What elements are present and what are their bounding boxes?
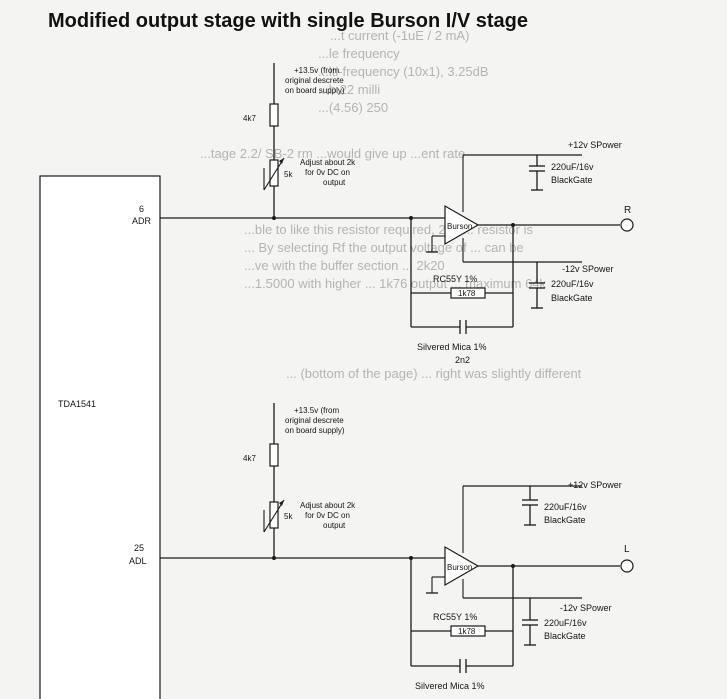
resistor-4k7 <box>269 103 279 127</box>
pos-power-label: +12v SPower <box>568 480 622 490</box>
trim-5k-label: 5k <box>284 170 293 179</box>
ghost-line: ...le frequency <box>318 46 400 61</box>
ghost-line: ...ve with the buffer section ... 2k20 <box>244 258 445 273</box>
ghost-line: ...lti-frequency (10x1), 3.25dB <box>318 64 489 79</box>
adjust-label-line2: for 0v DC on <box>305 168 350 177</box>
ghost-line: ...tage 2.2/ SB-2 rm ...would give up ..… <box>200 146 466 161</box>
neg-cap-label-line2: BlackGate <box>551 293 593 303</box>
ghost-line: ...t current (-1uE / 2 mA) <box>330 28 470 43</box>
neg-cap-label-line1: 220uF/16v <box>551 279 594 289</box>
feedback-resistor-type: RC55Y 1% <box>433 612 477 622</box>
feedback-resistor-type: RC55Y 1% <box>433 274 477 284</box>
adjust-label-line3: output <box>323 521 346 530</box>
ghost-line: ... By selecting Rf the output voltage o… <box>244 240 524 255</box>
feedback-cap-type: Silvered Mica 1% <box>415 681 485 691</box>
channel-top: +13.5v (from original descrete on board … <box>160 63 634 365</box>
adjust-label-line3: output <box>323 178 346 187</box>
opamp-bottom-label: Burson <box>447 563 472 572</box>
output-r-terminal <box>620 218 634 232</box>
output-l-label: L <box>624 544 630 555</box>
pin-l-name: ADL <box>129 556 147 566</box>
resistor-4k7-label: 4k7 <box>243 454 256 463</box>
ghost-line: ...1.5000 with higher ... 1k76 output ..… <box>244 276 547 291</box>
pin-l-number: 25 <box>134 543 144 553</box>
trim-5k-label: 5k <box>284 512 293 521</box>
neg-cap-label-line2: BlackGate <box>544 631 586 641</box>
pos-cap-label-line2: BlackGate <box>544 515 586 525</box>
opamp-top-label: Burson <box>447 222 472 231</box>
ghost-line: ...b.22 milli <box>318 82 381 97</box>
neg-power-label: -12v SPower <box>562 264 614 274</box>
supply-label-line2: original descrete <box>285 416 344 425</box>
pos-power-label: +12v SPower <box>568 140 622 150</box>
pos-cap-label-line2: BlackGate <box>551 175 593 185</box>
opamp-bottom <box>444 545 480 587</box>
ghost-line: ...(4.56) 250 <box>318 100 389 115</box>
feedback-cap-type: Silvered Mica 1% <box>417 342 487 352</box>
neg-cap-label-line1: 220uF/16v <box>544 618 587 628</box>
chip-name: TDA1541 <box>58 399 96 409</box>
supply-label-line3: on board supply) <box>285 426 345 435</box>
tda1541-chip <box>39 175 161 699</box>
adjust-label-line2: for 0v DC on <box>305 511 350 520</box>
output-r-label: R <box>624 205 631 216</box>
output-l-terminal <box>620 559 634 573</box>
channel-bottom: +13.5v (from original descrete on board … <box>160 403 634 691</box>
page-title: Modified output stage with single Burson… <box>48 10 529 32</box>
opamp-top <box>444 204 480 246</box>
ghost-line: ... (bottom of the page) ... right was s… <box>286 366 582 381</box>
supply-label-line2: original descrete <box>285 76 344 85</box>
resistor-4k7 <box>269 443 279 467</box>
adjust-label-line1: Adjust about 2k <box>300 501 356 510</box>
feedback-resistor-value: 1k78 <box>458 627 476 636</box>
pin-r-number: 6 <box>139 204 144 214</box>
pos-cap-label-line1: 220uF/16v <box>551 162 594 172</box>
supply-label-line1: +13.5v (from <box>294 66 339 75</box>
pin-r-name: ADR <box>132 216 152 226</box>
feedback-resistor-value: 1k78 <box>458 289 476 298</box>
pos-cap-label-line1: 220uF/16v <box>544 502 587 512</box>
supply-label-line1: +13.5v (from <box>294 406 339 415</box>
resistor-4k7-label: 4k7 <box>243 114 256 123</box>
feedback-cap-value: 2n2 <box>455 355 470 365</box>
adjust-label-line1: Adjust about 2k <box>300 158 356 167</box>
neg-power-label: -12v SPower <box>560 603 612 613</box>
supply-label-line3: on board supply) <box>285 86 345 95</box>
